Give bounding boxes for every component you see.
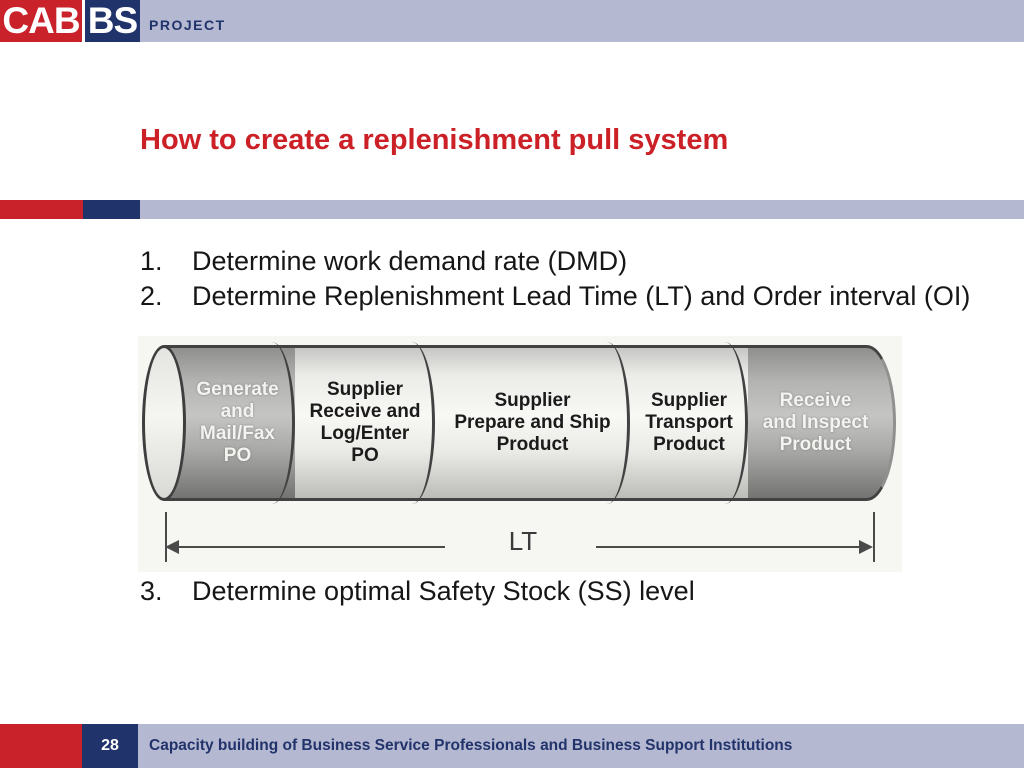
segment-text-line: Receive <box>779 390 852 411</box>
segment-text-line: Log/Enter <box>320 423 410 444</box>
cylinder-divider-arc <box>389 342 435 504</box>
logo-separator <box>82 0 85 42</box>
dimension-tick-right <box>873 512 875 562</box>
list-item-number: 2. <box>140 281 163 311</box>
segment-text-line: Prepare and Ship <box>454 412 611 433</box>
segment-text-line: and Inspect <box>762 412 869 433</box>
list-item: 3. Determine optimal Safety Stock (SS) l… <box>140 574 695 609</box>
segment-text-line: Product <box>496 434 569 455</box>
list-item-number: 3. <box>140 576 163 606</box>
lead-time-label: LT <box>508 526 538 556</box>
segment-text-line: PO <box>351 445 379 466</box>
numbered-list-top: 1. Determine work demand rate (DMD) 2. D… <box>140 244 970 314</box>
divider-band-red-block <box>0 200 83 219</box>
segment-text-line: Supplier <box>326 379 403 400</box>
footer-bar: 28 Capacity building of Business Service… <box>0 724 1024 768</box>
divider-band-gray-bar <box>140 200 1024 219</box>
logo-bs: BS <box>85 0 140 42</box>
cylinder-divider-arc <box>249 342 295 504</box>
slide-title: How to create a replenishment pull syste… <box>140 124 729 156</box>
list-item-text: Determine Replenishment Lead Time (LT) a… <box>192 281 971 311</box>
footer-red-block <box>0 724 82 768</box>
dimension-line-left <box>171 546 445 548</box>
header-bar: CAB BS PROJECT <box>0 0 1024 42</box>
process-cylinder: Generate and Mail/Fax PO Supplier Receiv… <box>164 342 896 504</box>
list-item-text: Determine optimal Safety Stock (SS) leve… <box>192 576 695 606</box>
list-item: 1. Determine work demand rate (DMD) <box>140 244 970 279</box>
cylinder-divider-arc <box>702 342 748 504</box>
cylinder-end-ellipse <box>142 345 186 501</box>
numbered-list-bottom: 3. Determine optimal Safety Stock (SS) l… <box>140 574 695 609</box>
list-item: 2. Determine Replenishment Lead Time (LT… <box>140 279 970 314</box>
page-number: 28 <box>82 724 138 768</box>
segment-text-line: PO <box>223 445 252 466</box>
logo-project-label: PROJECT <box>149 16 226 33</box>
divider-band <box>0 200 1024 219</box>
list-item-text: Determine work demand rate (DMD) <box>192 246 628 276</box>
list-item-number: 1. <box>140 246 163 276</box>
segment-text-line: and <box>220 401 255 422</box>
cylinder-segment-receive-inspect: Receive and Inspect Product <box>748 345 896 501</box>
dimension-line-right <box>596 546 866 548</box>
logo-cab: CAB <box>0 0 82 42</box>
dimension-tick-left <box>165 512 167 562</box>
divider-band-blue-block <box>83 200 140 219</box>
segment-text-line: Product <box>779 434 852 455</box>
lead-time-diagram: Generate and Mail/Fax PO Supplier Receiv… <box>138 336 902 572</box>
footer-text: Capacity building of Business Service Pr… <box>138 724 1024 768</box>
arrowhead-right-icon <box>859 540 873 554</box>
cylinder-divider-arc <box>584 342 630 504</box>
segment-text-line: Supplier <box>494 390 571 411</box>
